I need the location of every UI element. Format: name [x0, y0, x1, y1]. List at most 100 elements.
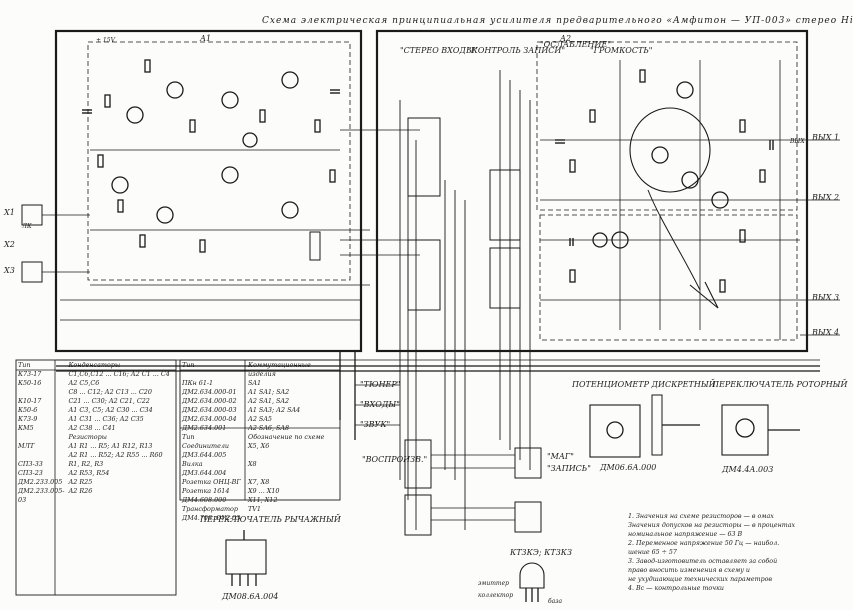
- note-line: 4. Вс — контрольные точки: [628, 585, 724, 592]
- table-cell: Х7, Х8: [248, 478, 270, 486]
- note-line: Значения допусков на резисторы — в проце…: [628, 522, 796, 529]
- note-line: шение 65 ÷ 57: [628, 549, 677, 556]
- table-cell: Розетка ОНЦ-ВГ: [182, 478, 241, 486]
- table-cell: Х8: [248, 460, 257, 468]
- board-a1-outline: [54, 29, 363, 353]
- block-label-a2: А2: [560, 34, 572, 43]
- table-cell: [16, 388, 66, 397]
- table-cell: TV1: [248, 505, 261, 513]
- table-cell: С21 ... С30; А2 С21, С22: [68, 397, 150, 405]
- svg-text:ЛК: ЛК: [21, 223, 32, 230]
- rotary-caption: ПЕРЕКЛЮЧАТЕЛЬ РОТОРНЫЙ: [712, 380, 848, 389]
- table-cell: КМ5: [18, 424, 34, 432]
- table-header: Конденсаторы: [68, 361, 121, 369]
- table-cell: ДМ2.634.000-01: [182, 388, 237, 396]
- table-header: Тип: [18, 361, 31, 369]
- connector-x1: X1: [4, 208, 15, 217]
- table-cell: ДМ2.634.000-04: [182, 415, 237, 423]
- table-cell: ПКн 61-1: [182, 379, 214, 387]
- table-cell: А2 R53, R54: [68, 469, 110, 477]
- table-cell: Резисторы: [68, 433, 107, 441]
- table-header: Коммутационные изделия: [248, 361, 311, 378]
- output-label-1: ВЫХ 1: [812, 133, 840, 142]
- output-label-4: ВЫХ 4: [812, 328, 840, 337]
- table-cell: ДМ2.634.001: [182, 424, 227, 432]
- table-cell: А1 С31 ... С36; А2 С35: [68, 415, 144, 423]
- table-cell: С8 ... С12; А2 С13 ... С20: [68, 388, 152, 396]
- table-cell: Х9 ... Х10: [248, 487, 280, 495]
- table-cell: Вилка ДМ3.644.004: [182, 460, 227, 477]
- pot-caption: ПОТЕНЦИОМЕТР ДИСКРЕТНЫЙ: [572, 380, 716, 389]
- connector-x3: X3: [4, 266, 15, 275]
- input-label-4: "ГРОМКОСТЬ": [590, 46, 653, 55]
- table-cell: Розетка 1614: [182, 487, 230, 495]
- note-line: 2. Переменное напряжение 50 Гц — наибол.: [628, 540, 780, 547]
- table-cell: [16, 433, 66, 442]
- table-header: Тип: [182, 361, 195, 369]
- switch-table: Тип Коммутационные изделия ПКн 61-1 SA1 ДМ…: [180, 361, 340, 523]
- connector-label-inputs: "ВХОДЫ": [360, 400, 400, 409]
- table-cell: А1 SA1; SA2: [248, 388, 290, 396]
- table-cell: ДМ4.608.000: [182, 496, 227, 504]
- table-cell: R1, R2, R3: [68, 460, 104, 468]
- table-cell: А1 SA3; А2 SA4: [248, 406, 301, 414]
- note-line: не ухудшающие технических параметров: [628, 576, 773, 583]
- input-label-2: "КОНТРОЛЬ ЗАПИСИ": [468, 46, 566, 55]
- table-cell: А2 R1 ... R52; А2 R55 ... R60: [68, 451, 163, 459]
- input-label-3: "ОСЛАБЛЕНИЕ": [540, 40, 611, 49]
- transistor-caption: КТ3КЭ; КТ3КЗ: [510, 548, 572, 557]
- board-a2-outline: [375, 29, 809, 353]
- table-cell: С1,С6,С12 ... С16; А2 С1 ... С4: [68, 370, 170, 378]
- table-cell: ДМ2.233.005: [18, 478, 63, 486]
- table-cell: А1 R1 ... R5; А1 R12, R13: [68, 442, 153, 450]
- table-cell: SA1: [248, 379, 262, 387]
- table-cell: А2 R25: [68, 478, 93, 486]
- table-cell: К50-16: [18, 379, 42, 387]
- table-cell: Х11, Х12: [248, 496, 278, 504]
- connector-label-playback: "ВОСПРОИЗВ.": [362, 455, 428, 464]
- table-header: Тип: [182, 433, 195, 441]
- table-cell: СП3-33: [18, 460, 43, 468]
- table-cell: А1 С3, С5; А2 С30 ... С34: [68, 406, 153, 414]
- lever-code: ДМ08.6А.004: [222, 592, 279, 601]
- table-cell: ДМ2.233.005-03: [18, 487, 65, 504]
- output-label-3: ВЫХ 3: [812, 293, 840, 302]
- table-cell: К10-17: [18, 397, 42, 405]
- connector-x2: X2: [4, 240, 15, 249]
- input-label-1: "СТЕРЕО ВХОДЫ": [400, 46, 478, 55]
- lever-caption: ПЕРЕКЛЮЧАТЕЛЬ РЫЧАЖНЫЙ: [200, 515, 341, 524]
- table-cell: Х5, Х6: [248, 442, 270, 450]
- svg-text:+ 15V: + 15V: [96, 37, 116, 44]
- note-line: 1. Значения на схеме резисторов — в омах: [628, 513, 774, 520]
- connector-label-sound: "ЗВУК": [360, 420, 391, 429]
- table-cell: А2 SA5: [248, 415, 272, 423]
- transistor-pin-base: база: [548, 598, 563, 605]
- block-label-a1: А1: [200, 34, 212, 43]
- table-cell: СП3-23: [18, 469, 43, 477]
- rotary-code: ДМ4.4А.003: [722, 465, 774, 474]
- table-header: Обозначение по схеме: [248, 433, 325, 441]
- table-cell: А2 R26: [68, 487, 93, 495]
- connector-label-mag: "МАГ": [547, 452, 574, 461]
- transistor-pin-collector: коллектор: [478, 592, 514, 599]
- pot-code: ДМ06.6А.000: [600, 463, 657, 472]
- transistor-pin-emitter: эмиттер: [478, 580, 509, 587]
- table-cell: К50-6: [18, 406, 38, 414]
- connector-label-tuner: "ТЮНЕР": [360, 380, 401, 389]
- table-cell: А2 С5,С6: [68, 379, 100, 387]
- note-line: номинальное напряжение — 63 В: [628, 531, 743, 538]
- table-cell: Трансформатор ДМ4.708. ОУ2-05: [182, 505, 241, 522]
- note-line: право вносить изменения в схему и: [628, 567, 750, 574]
- svg-text:ВЫХ: ВЫХ: [789, 138, 805, 145]
- table-cell: Соединители ДМ3.644.005: [182, 442, 230, 459]
- table-cell: ДМ2.634.000-02: [182, 397, 237, 405]
- page-title: Схема электрическая принципиальная усили…: [262, 16, 853, 26]
- table-cell: [16, 451, 66, 460]
- table-cell: А2 SA6, SA8: [248, 424, 290, 432]
- table-cell: А2 С38 ... С41: [68, 424, 116, 432]
- table-cell: МЛТ: [18, 442, 35, 450]
- connector-label-record: "ЗАПИСЬ": [547, 464, 591, 473]
